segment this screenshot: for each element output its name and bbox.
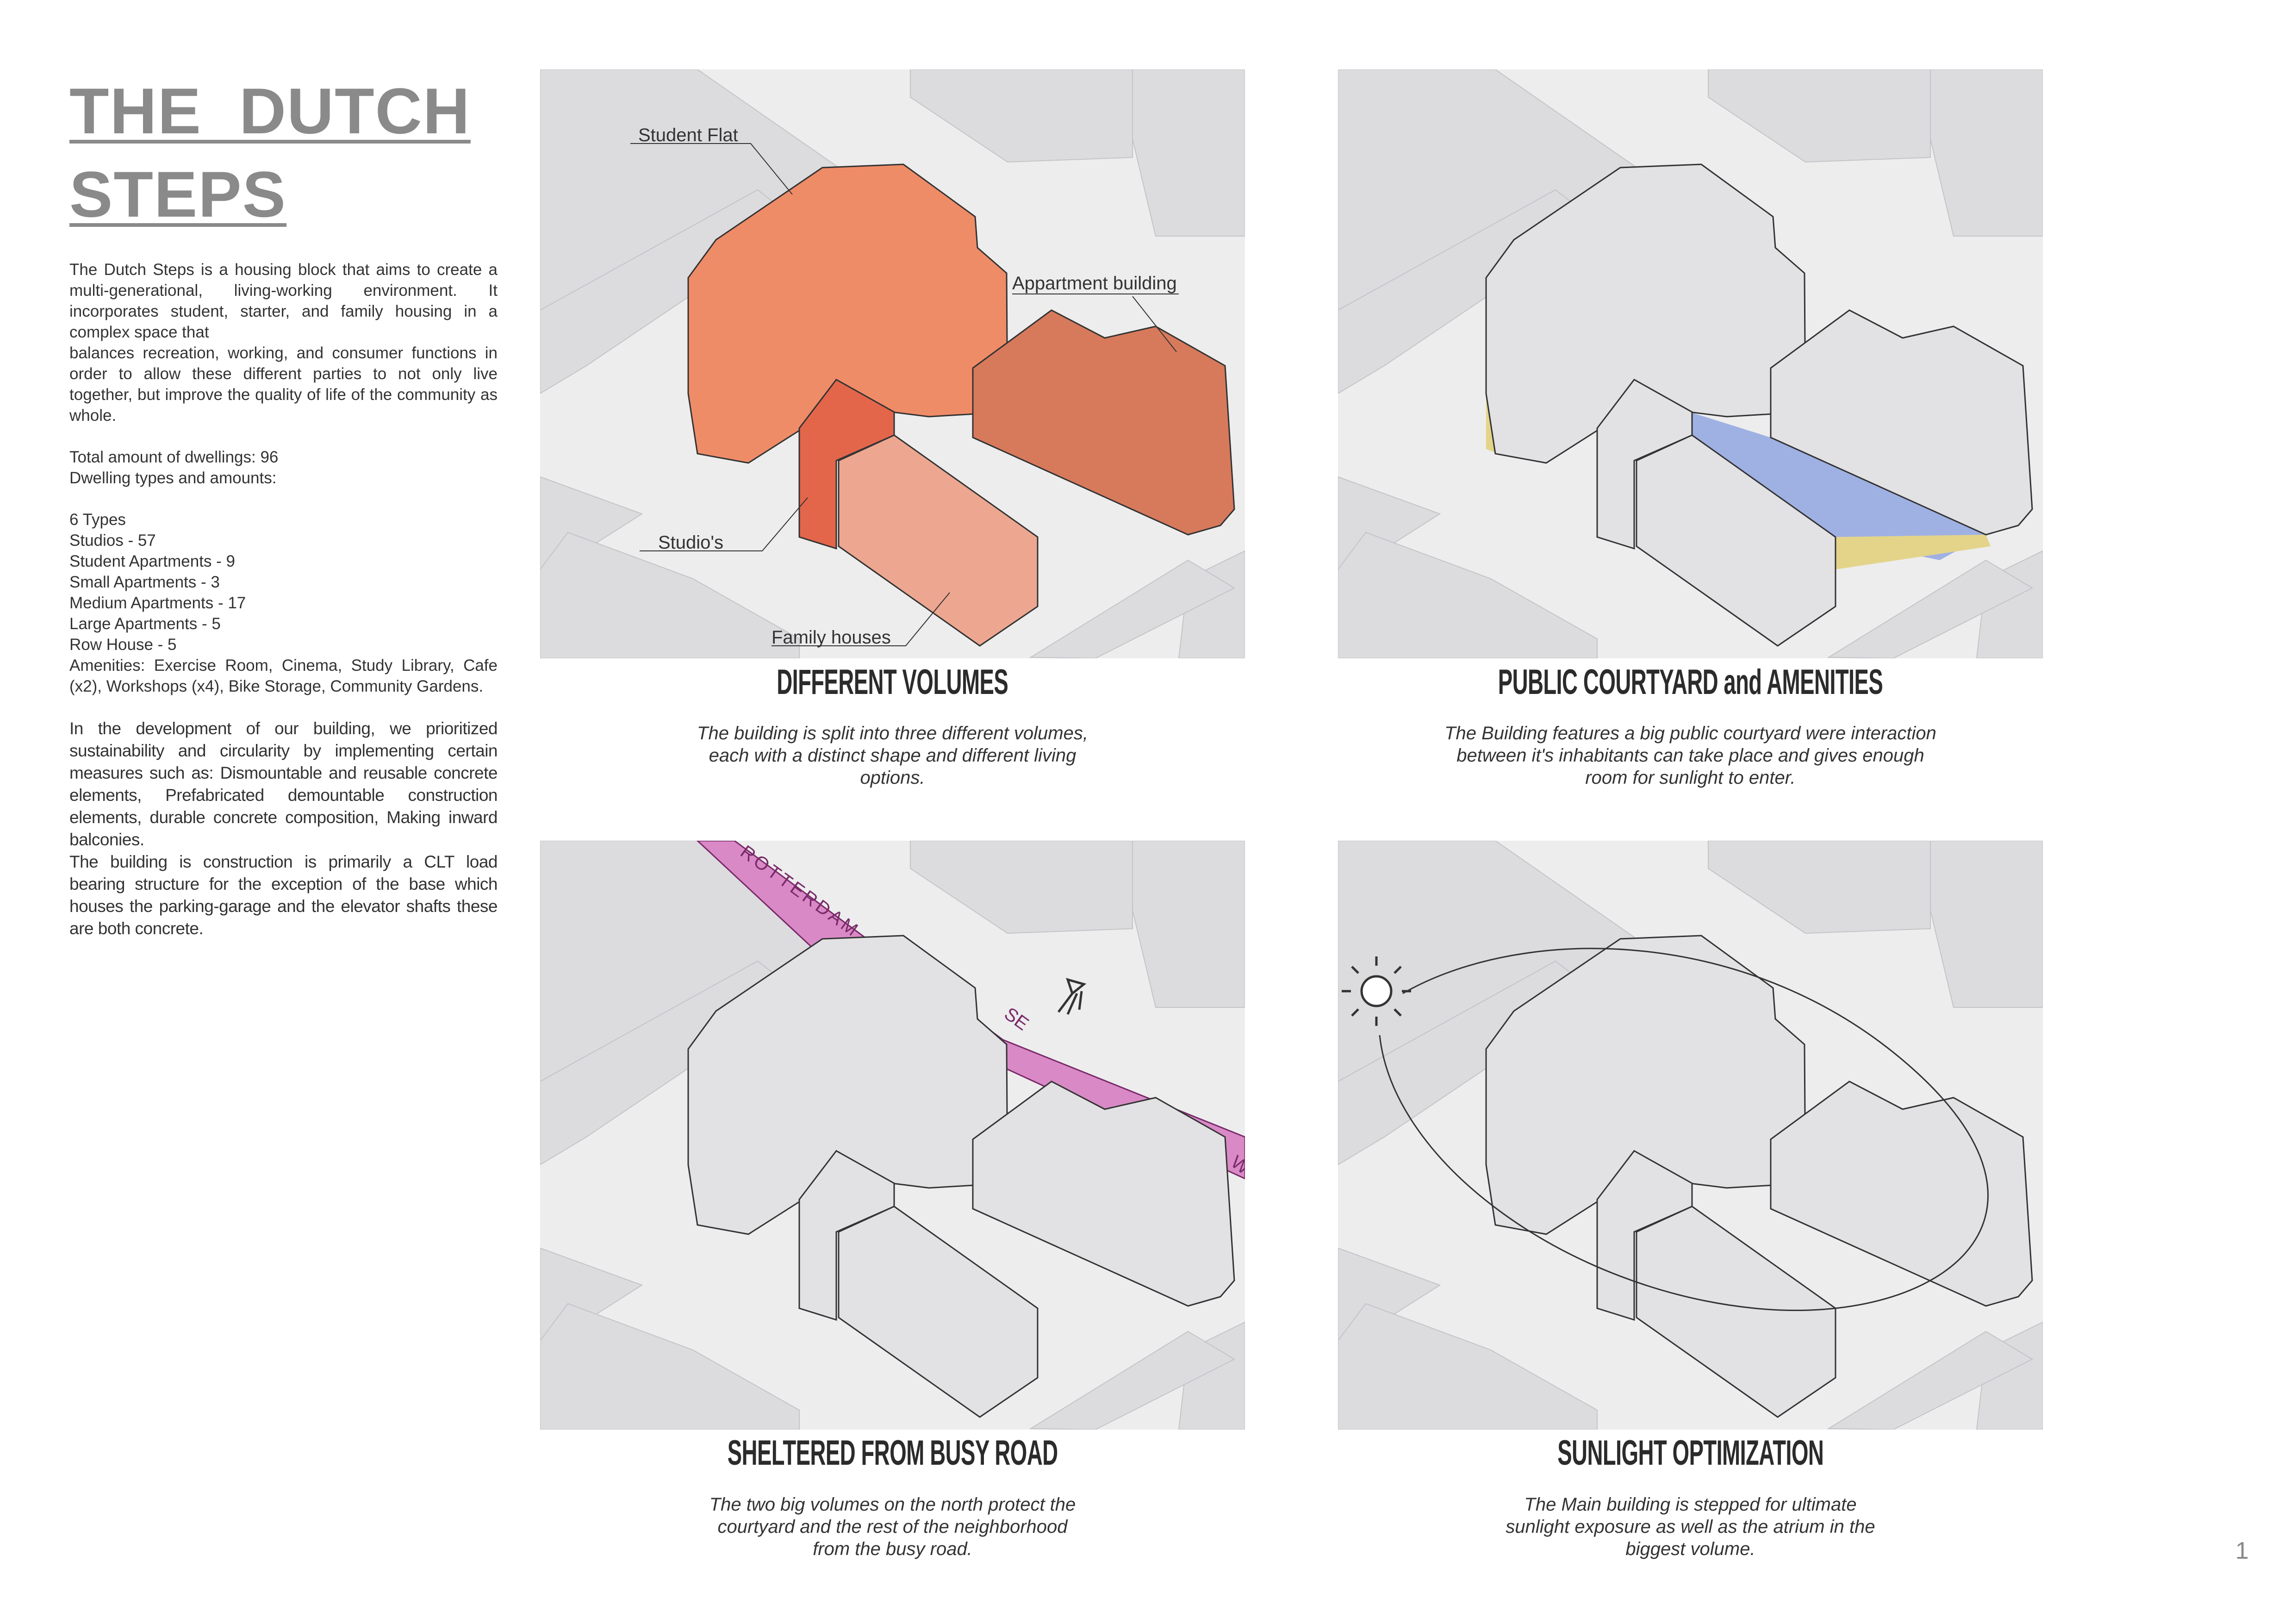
context-building <box>1029 1330 1236 1430</box>
building-volume <box>838 1206 1039 1418</box>
context-building <box>1338 1303 1598 1430</box>
wind-noise-icon <box>1058 978 1087 1015</box>
dwelling-type: Student Apartments - 9 <box>69 552 235 570</box>
context-building <box>1132 841 1245 1008</box>
context-building <box>1132 69 1245 237</box>
context-building <box>540 531 800 658</box>
dwelling-type: Studios - 57 <box>69 531 156 550</box>
caption-sheltered: The two big volumes on the north protect… <box>709 1494 1076 1559</box>
student-flat-volume <box>687 163 1008 464</box>
amenity-strip <box>1836 535 1991 569</box>
building-volume <box>1485 163 1806 464</box>
construction-paragraph: The building is construction is primaril… <box>69 852 498 938</box>
different-volumes-drawing: Student Flat Appartment building Studio'… <box>540 69 1245 658</box>
dwelling-type: Large Apartments - 5 <box>69 615 221 633</box>
label-studios: Studio's <box>658 532 723 553</box>
caption-public-courtyard: The Building features a big public court… <box>1444 723 1936 788</box>
building-volume <box>1770 1081 2033 1307</box>
dwelling-type: Row House - 5 <box>69 636 177 654</box>
building-volume <box>687 935 1008 1235</box>
description-text: The Dutch Steps is a housing block that … <box>69 259 498 940</box>
building-volume <box>1636 434 1836 647</box>
sheltered-road-drawing: ROTTERDAM SE W <box>540 841 1245 1430</box>
building-volume <box>972 1081 1235 1307</box>
caption-different-volumes: The building is split into three differe… <box>697 723 1088 788</box>
dwelling-type: Small Apartments - 3 <box>69 573 220 591</box>
context-building <box>1708 69 1931 163</box>
building-volume <box>1485 935 1806 1235</box>
title-line-2: STEPS <box>69 158 287 231</box>
context-building <box>1338 531 1598 658</box>
caption-sunlight: The Main building is stepped for ultimat… <box>1506 1494 1875 1559</box>
heading-public-courtyard: PUBLIC COURTYARD and AMENITIES <box>1498 662 1883 702</box>
heading-sheltered: SHELTERED FROM BUSY ROAD <box>727 1433 1058 1473</box>
sun-icon <box>1342 956 1411 1026</box>
total-dwellings: Total amount of dwellings: 96 <box>69 448 279 466</box>
isometric-volumes-svg: Student Flat Appartment building Studio'… <box>540 69 1245 658</box>
building-volume <box>1636 1206 1836 1418</box>
title-line-1: THE DUTCH <box>69 75 471 147</box>
intro-paragraph-2: balances recreation, working, and consum… <box>69 344 498 425</box>
courtyard-area <box>1597 412 1986 560</box>
context-building <box>1827 559 2034 658</box>
context-building <box>910 69 1133 163</box>
label-student-flat: Student Flat <box>638 125 738 145</box>
dwelling-type: 6 Types <box>69 511 126 529</box>
context-building <box>910 841 1133 934</box>
context-building <box>1708 841 1931 934</box>
context-building <box>1827 1330 2034 1430</box>
types-heading: Dwelling types and amounts: <box>69 469 277 487</box>
apartment-volume <box>972 309 1235 536</box>
context-building <box>1930 841 2043 1008</box>
sustainability-paragraph: In the development of our building, we p… <box>69 719 498 849</box>
label-family-houses: Family houses <box>772 627 891 648</box>
label-apartment-building: Appartment building <box>1012 273 1177 294</box>
heading-sunlight: SUNLIGHT OPTIMIZATION <box>1557 1433 1824 1473</box>
page-number: 1 <box>2235 1537 2249 1564</box>
dwelling-type: Medium Apartments - 17 <box>69 594 246 612</box>
building-volume <box>1770 309 2033 536</box>
family-houses-volume <box>838 434 1039 647</box>
sun-path-arc <box>1379 948 1989 1311</box>
context-building <box>1029 559 1236 658</box>
page-title: THE DUTCH STEPS <box>69 69 514 236</box>
sunlight-drawing <box>1338 841 2043 1430</box>
amenities: Amenities: Exercise Room, Cinema, Study … <box>69 656 498 695</box>
context-building <box>540 1303 800 1430</box>
heading-different-volumes: DIFFERENT VOLUMES <box>777 662 1009 702</box>
intro-paragraph: The Dutch Steps is a housing block that … <box>69 261 498 341</box>
context-building <box>1930 69 2043 237</box>
public-courtyard-drawing <box>1338 69 2043 658</box>
road-label-se: SE <box>1001 1004 1033 1035</box>
